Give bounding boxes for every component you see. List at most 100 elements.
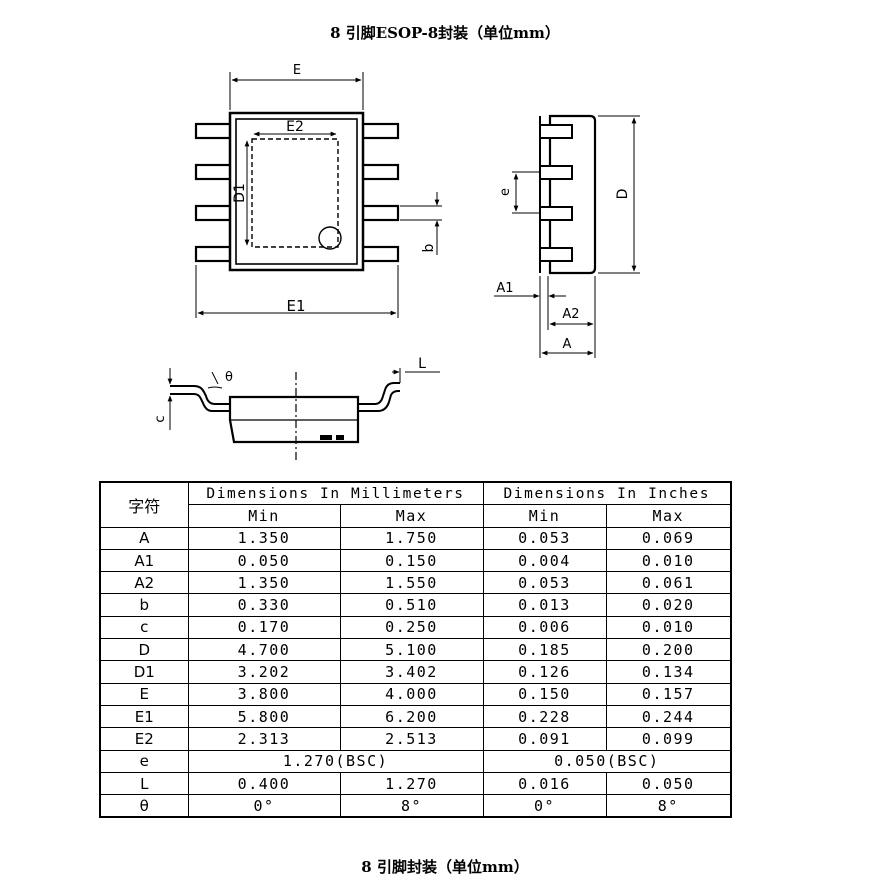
cell-in-min: 0.053	[482, 571, 607, 595]
table-row: A1 0.050 0.150 0.004 0.010	[99, 548, 732, 573]
table-row: E2 2.313 2.513 0.091 0.099	[99, 727, 732, 751]
table-row: A2 1.350 1.550 0.053 0.061	[99, 571, 732, 595]
cell-mm-max: 8°	[339, 794, 484, 818]
table-row: c 0.170 0.250 0.006 0.010	[99, 615, 732, 640]
cell-symbol: A	[99, 526, 189, 550]
cell-mm-min: 0.330	[187, 593, 341, 617]
header-mm-max: Max	[339, 504, 484, 528]
label-e-width: E	[293, 63, 301, 78]
header-mm-min: Min	[187, 504, 341, 528]
cell-mm-min: 0.400	[187, 771, 341, 796]
cell-mm-max: 1.750	[339, 526, 484, 550]
cell-in-max: 0.069	[605, 526, 732, 550]
caption: 8 引脚封装（单位mm）	[361, 858, 529, 876]
cell-mm-max: 0.150	[339, 548, 484, 573]
cell-in-max: 0.157	[605, 682, 732, 706]
cell-symbol: L	[99, 771, 189, 796]
cell-mm-max: 0.510	[339, 593, 484, 617]
cell-symbol: A1	[99, 548, 189, 573]
cell-mm-max: 6.200	[339, 704, 484, 729]
cell-mm-min: 0.170	[187, 615, 341, 640]
cell-in-bsc: 0.050(BSC)	[482, 749, 732, 773]
cell-symbol: c	[99, 615, 189, 640]
cell-in-max: 0.050	[605, 771, 732, 796]
table-row: D 4.700 5.100 0.185 0.200	[99, 638, 732, 662]
label-e1: E1	[286, 297, 305, 315]
cell-in-max: 0.010	[605, 615, 732, 640]
cell-mm-min: 5.800	[187, 704, 341, 729]
cell-mm-min: 0°	[187, 794, 341, 818]
exposed-pad	[251, 138, 339, 248]
cell-mm-min: 3.202	[187, 660, 341, 684]
cell-in-max: 0.010	[605, 548, 732, 573]
cell-mm-min: 2.313	[187, 727, 341, 751]
cell-symbol: E	[99, 682, 189, 706]
cell-mm-bsc: 1.270(BSC)	[187, 749, 484, 773]
cell-mm-max: 4.000	[339, 682, 484, 706]
front-view-labels: c θ L	[153, 356, 426, 423]
cell-in-min: 0.053	[482, 526, 607, 550]
table-subheader-row: Min Max Min Max	[100, 504, 732, 528]
cell-in-min: 0.150	[482, 682, 607, 706]
label-a2: A2	[562, 307, 579, 322]
header-in-min: Min	[482, 504, 607, 528]
cell-in-min: 0.228	[482, 704, 607, 729]
label-d: D	[615, 189, 631, 200]
right-pins	[360, 122, 400, 263]
table-row: e 1.270(BSC) 0.050(BSC)	[99, 749, 732, 773]
left-pins	[194, 122, 234, 263]
label-d1: D1	[232, 183, 248, 203]
cell-mm-max: 3.402	[339, 660, 484, 684]
cell-in-min: 0.004	[482, 548, 607, 573]
package-drawing: E E2 D1 E1 b e	[153, 63, 640, 462]
cell-in-min: 0.013	[482, 593, 607, 617]
cell-symbol: E2	[99, 727, 189, 751]
side-view-labels: e D A1 A2 A	[496, 188, 631, 352]
cell-in-min: 0.016	[482, 771, 607, 796]
header-inches: Dimensions In Inches	[482, 481, 732, 506]
cell-mm-max: 1.550	[339, 571, 484, 595]
header-in-max: Max	[605, 504, 732, 528]
top-view-labels: E E2 D1 E1 b	[232, 63, 437, 315]
cell-symbol: e	[99, 749, 189, 773]
cell-symbol: D1	[99, 660, 189, 684]
pin1-marker	[318, 226, 342, 250]
table-row: L 0.400 1.270 0.016 0.050	[99, 771, 732, 796]
cell-in-max: 0.020	[605, 593, 732, 617]
cell-in-min: 0.091	[482, 727, 607, 751]
cell-mm-max: 2.513	[339, 727, 484, 751]
cell-in-max: 8°	[605, 794, 732, 818]
label-a1: A1	[496, 281, 513, 296]
cell-symbol: E1	[99, 704, 189, 729]
cell-mm-max: 1.270	[339, 771, 484, 796]
page-title: 8 引脚ESOP-8封装（单位mm）	[330, 24, 560, 42]
cell-mm-min: 1.350	[187, 526, 341, 550]
cell-mm-min: 4.700	[187, 638, 341, 662]
side-view	[494, 114, 640, 358]
table-row: θ 0° 8° 0° 8°	[99, 794, 732, 818]
cell-in-max: 0.244	[605, 704, 732, 729]
cell-symbol: D	[99, 638, 189, 662]
cell-in-max: 0.099	[605, 727, 732, 751]
table-row: A 1.350 1.750 0.053 0.069	[99, 526, 732, 550]
header-symbol: 字符	[99, 481, 189, 528]
table-row: b 0.330 0.510 0.013 0.020	[99, 593, 732, 617]
table-header-row: 字符 Dimensions In Millimeters Dimensions …	[99, 481, 732, 528]
cell-mm-min: 1.350	[187, 571, 341, 595]
top-view	[194, 72, 442, 318]
label-e-pitch: e	[498, 188, 513, 196]
cell-in-min: 0.185	[482, 638, 607, 662]
cell-symbol: b	[99, 593, 189, 617]
cell-mm-min: 0.050	[187, 548, 341, 573]
cell-in-max: 0.200	[605, 638, 732, 662]
cell-symbol: A2	[99, 571, 189, 595]
front-view	[167, 368, 440, 462]
label-l: L	[418, 356, 426, 372]
dimensions-table: 字符 Dimensions In Millimeters Dimensions …	[99, 481, 733, 819]
label-a: A	[563, 337, 572, 352]
cell-mm-max: 0.250	[339, 615, 484, 640]
table-row: E 3.800 4.000 0.150 0.157	[99, 682, 732, 706]
cell-in-min: 0.006	[482, 615, 607, 640]
cell-in-min: 0°	[482, 794, 607, 818]
cell-mm-min: 3.800	[187, 682, 341, 706]
